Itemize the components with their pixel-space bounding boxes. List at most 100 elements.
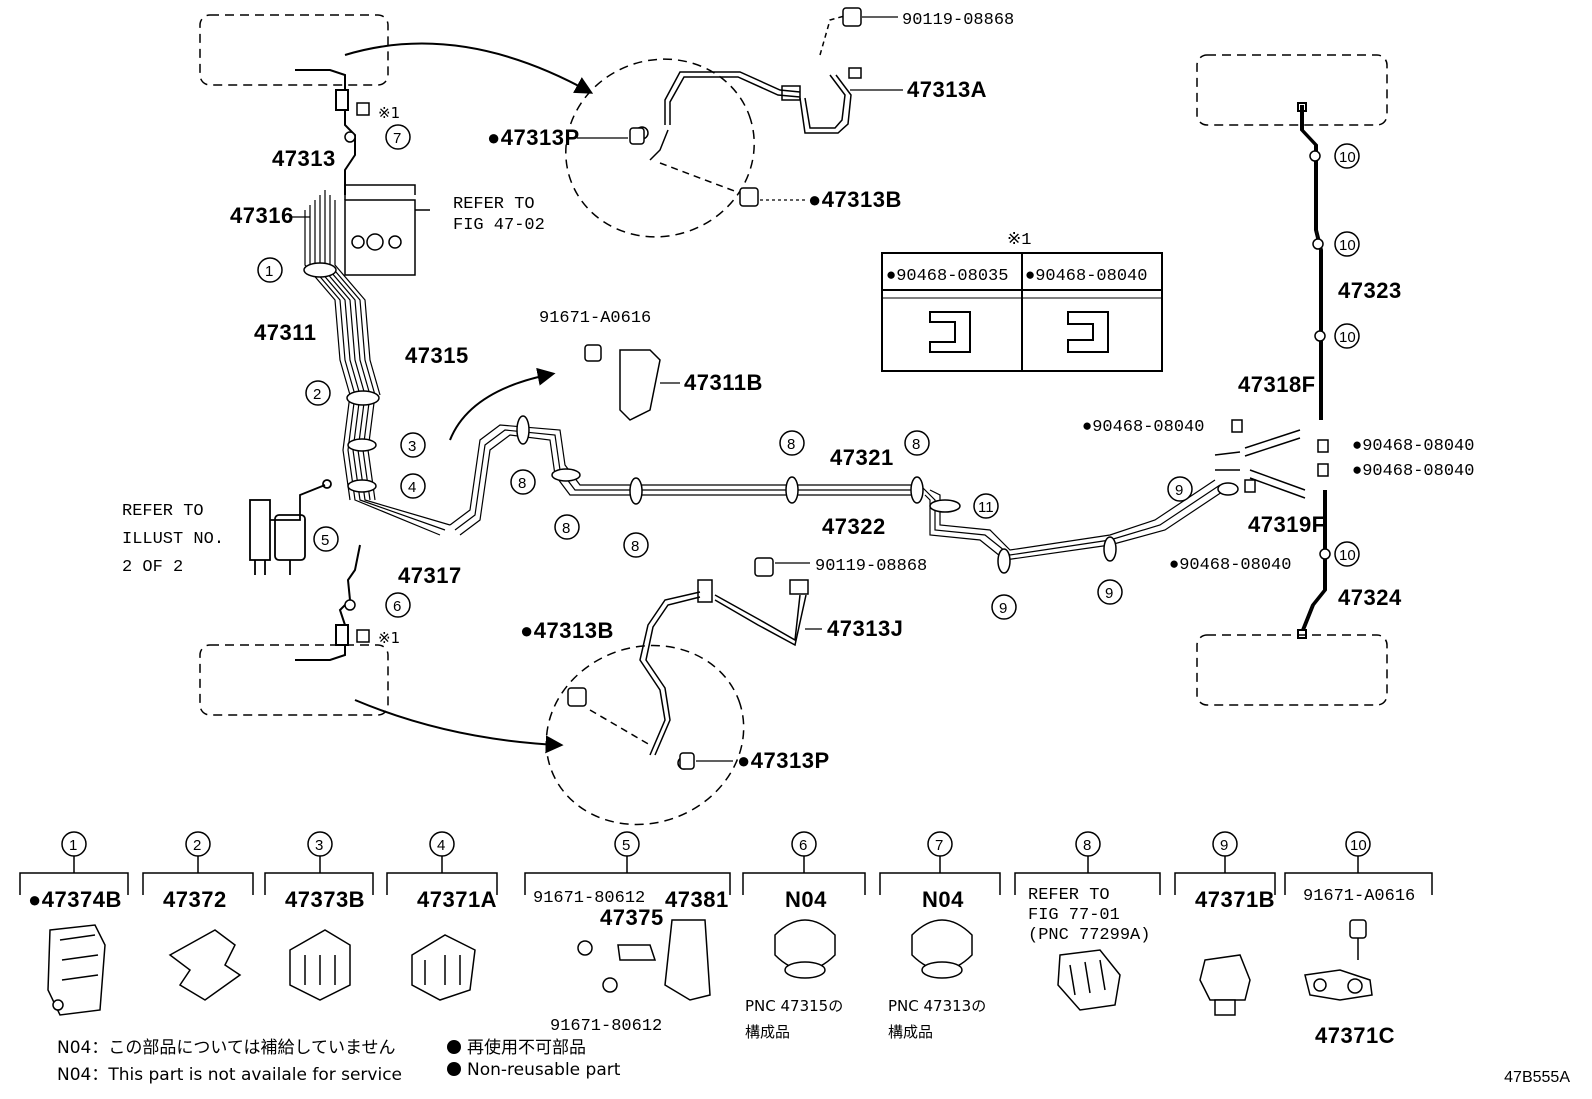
legend-numbers: 1 2 3 4 5 6 7 8 9 10 [69,837,1367,854]
legend-label-8b: FIG 77-01 [1028,906,1120,925]
pipe-lower-left [295,544,361,661]
dashed-boundaries [199,14,1388,826]
label-47313P-top: ●47313P [487,125,580,150]
callout-8d: 8 [562,520,570,537]
callout-10b: 10 [1339,237,1356,254]
master-cylinder [249,479,332,575]
label-47323: 47323 [1338,278,1402,303]
legend-labels: ●47374B 47372 47373B 47371A 91671-80612 … [28,886,1415,1048]
legend-label-5a: 91671-80612 [533,889,645,908]
refer-fig-line1: REFER TO [453,195,535,214]
label-47316: 47316 [230,203,294,228]
mark-1-top: ※1 [378,104,400,122]
legend-label-5d: 91671-80612 [550,1017,662,1036]
callout-10d: 10 [1339,547,1356,564]
pipe-47324 [1297,490,1327,639]
callout-11: 11 [978,499,994,516]
diagram-code: 47B555A [1504,1069,1570,1086]
callout-8c: 8 [518,475,526,492]
refer-illust-line1: REFER TO [122,502,204,521]
callout-10a: 10 [1339,149,1356,166]
legend-label-9: 47371B [1195,887,1275,912]
label-47319F: 47319F [1248,512,1326,537]
refer-illust-line2: ILLUST NO. [122,530,224,549]
label-91671-A0616: 91671-A0616 [539,309,651,328]
legend-label-1: ●47374B [28,887,122,912]
footer-nonreuse-jp: 再使用不可部品 [467,1038,586,1058]
legend-label-10a: 91671-A0616 [1303,887,1415,906]
callout-numbers: 1 2 3 4 5 6 7 8 8 8 8 8 9 9 9 11 10 10 1… [265,130,1356,617]
label-90119-bot: 90119-08868 [815,557,927,576]
legend-circles [61,831,1371,857]
callout-8a: 8 [787,436,795,453]
legend-num-7: 7 [935,837,943,854]
brake-actuator [344,184,430,276]
flow-arrows [344,42,594,754]
hose-47313A [635,14,862,196]
label-90468-d: ●90468-08040 [1169,556,1291,575]
callout-3: 3 [408,438,416,455]
clip-table-col2: ●90468-08040 [1025,267,1147,286]
legend-num-8: 8 [1083,837,1091,854]
legend-num-5: 5 [622,837,630,854]
hoses-47318F-47319F [1214,429,1306,499]
callout-2: 2 [313,386,321,403]
callout-4: 4 [408,479,416,496]
label-47317: 47317 [398,563,462,588]
label-47313B-top: ●47313B [808,187,902,212]
legend-brackets [19,855,1433,895]
callout-5: 5 [321,532,329,549]
legend-part-sketches [47,919,1373,1016]
callout-6: 6 [393,598,401,615]
legend-label-5c: 47375 [600,905,664,930]
legend-label-8c: (PNC 77299A) [1028,926,1150,945]
pipe-47323 [1297,102,1323,420]
legend-num-6: 6 [799,837,807,854]
callout-9c: 9 [1175,482,1183,499]
label-90468-c: ●90468-08040 [1352,462,1474,481]
legend-note-7b: 構成品 [888,1023,933,1041]
legend-label-2: 47372 [163,887,227,912]
label-47311: 47311 [254,320,316,345]
legend-label-10b: 47371C [1315,1023,1395,1048]
label-47313B-bot: ●47313B [520,618,614,643]
label-47322: 47322 [822,514,886,539]
nonreuse-dot-icon [447,1062,461,1076]
callout-1: 1 [265,263,273,280]
legend-num-2: 2 [193,837,201,854]
label-90468-b: ●90468-08040 [1352,437,1474,456]
legend-label-4: 47371A [417,887,497,912]
legend-label-6: N04 [785,887,827,912]
label-47321: 47321 [830,445,894,470]
label-47311B: 47311B [684,370,763,395]
refer-fig-line2: FIG 47-02 [453,216,545,235]
label-47324: 47324 [1338,585,1402,610]
callout-8b: 8 [912,436,920,453]
footer-nonreuse-en: Non-reusable part [467,1060,621,1080]
legend-note-6b: 構成品 [745,1023,790,1041]
hose-47313J [589,579,809,770]
label-47315: 47315 [405,343,469,368]
label-47313J: 47313J [827,616,903,641]
refer-illust-line3: 2 OF 2 [122,558,183,577]
pipe-47313 [295,69,356,195]
callout-10c: 10 [1339,329,1356,346]
clip-table-col1: ●90468-08035 [886,267,1008,286]
legend-note-7a: PNC 47313の [888,997,986,1015]
legend-note-6a: PNC 47315の [745,997,843,1015]
legend-label-5b: 47381 [665,887,729,912]
clip-table: ※1 ●90468-08035 ●90468-08040 [881,231,1163,372]
bolts [567,7,862,770]
callout-9a: 9 [999,600,1007,617]
footer-n04-en: N04：This part is not availale for servic… [57,1065,403,1085]
nonreuse-dot-icon [447,1040,461,1054]
clip-markers [303,131,1331,611]
legend-label-7: N04 [922,887,964,912]
legend-num-4: 4 [437,837,445,854]
legend-label-3: 47373B [285,887,365,912]
callout-7: 7 [393,130,401,147]
legend-num-3: 3 [315,837,323,854]
footer-nonreuse-jp-row: 再使用不可部品 [447,1033,586,1058]
label-47313A: 47313A [907,77,987,102]
callout-9b: 9 [1105,585,1113,602]
